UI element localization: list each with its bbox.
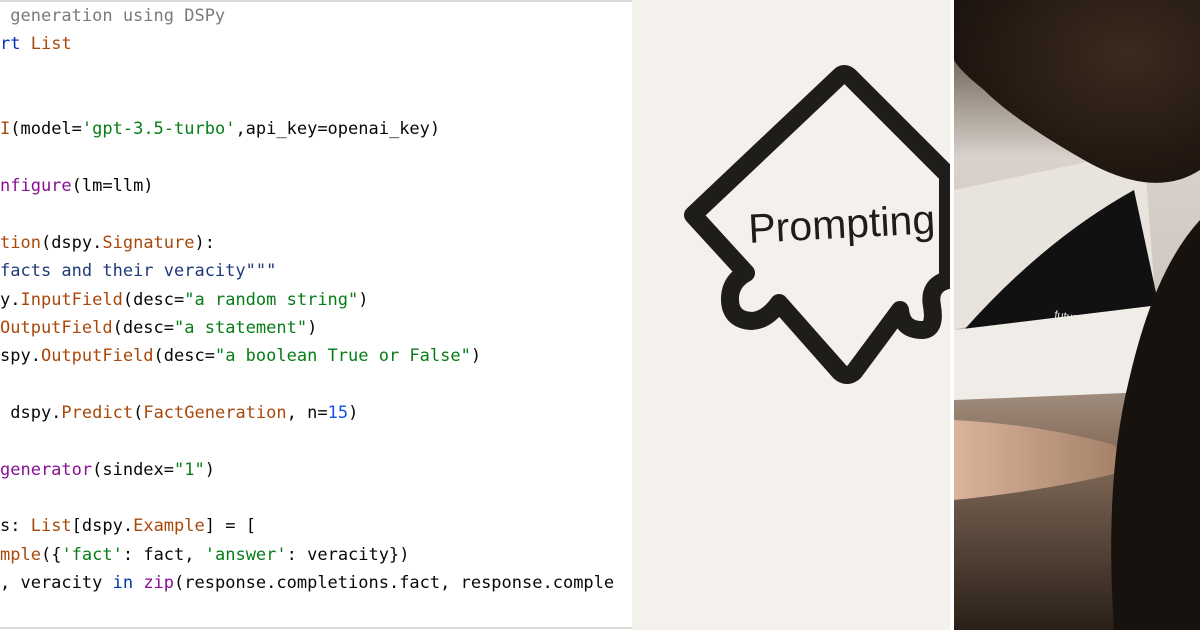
code-line: I(model='gpt-3.5-turbo',api_key=openai_k…: [0, 117, 440, 141]
code-token: nfigure: [0, 176, 72, 197]
code-token: ): [358, 289, 369, 310]
prompting-card: Prompting: [632, 0, 950, 630]
code-line: nfigure(lm=llm): [0, 174, 154, 198]
code-token: ): [470, 346, 482, 367]
code-token: ): [348, 402, 359, 423]
code-token: (desc=: [112, 317, 175, 338]
code-token: (response.completions.fact, response.com…: [174, 573, 615, 593]
code-token: InputField: [20, 289, 123, 310]
code-line: s: List[dspy.Example] = [: [0, 514, 256, 538]
code-line: dspy.Predict(FactGeneration, n=15): [0, 401, 358, 425]
code-token: (model=: [10, 119, 82, 140]
code-token: ):: [194, 232, 215, 253]
code-token: List: [30, 34, 72, 55]
code-token: ): [307, 317, 318, 338]
code-line: , veracity in zip(response.completions.f…: [0, 571, 614, 595]
code-token: (dspy.: [40, 232, 103, 253]
code-token: "a boolean True or False": [214, 346, 471, 367]
code-token: Example: [133, 516, 205, 537]
code-token: I: [0, 119, 11, 140]
code-token: 'fact': [61, 544, 123, 565]
code-token: [dspy.: [71, 516, 134, 537]
code-token: (sindex=: [92, 459, 175, 480]
code-token: "a random string": [184, 289, 359, 310]
person-photo: futures.: [954, 0, 1200, 630]
code-line: generator(sindex="1"): [0, 458, 215, 482]
code-line: spy.OutputField(desc="a boolean True or …: [0, 344, 481, 368]
code-token: ): [204, 459, 215, 480]
code-token: 'gpt-3.5-turbo': [81, 119, 236, 140]
code-token: facts and their veracity""": [0, 261, 277, 282]
code-line: mple({'fact': fact, 'answer': veracity}): [0, 543, 409, 567]
code-token: , veracity: [0, 573, 113, 593]
code-token: Signature: [102, 232, 195, 253]
prompting-label: Prompting: [747, 196, 936, 252]
code-token: : fact,: [122, 544, 205, 565]
code-token: s:: [0, 516, 31, 537]
code-line: rt List: [0, 32, 72, 56]
code-token: OutputField: [0, 317, 113, 338]
code-token: "1": [174, 459, 205, 480]
panel-divider: [950, 0, 954, 630]
code-token: Predict: [61, 402, 134, 423]
code-line: OutputField(desc="a statement"): [0, 316, 317, 340]
code-token: (desc=: [122, 289, 185, 310]
code-token: dspy.: [0, 402, 62, 423]
code-token: mple: [0, 544, 41, 565]
code-top-border: [0, 0, 632, 2]
code-token: generator: [0, 459, 93, 480]
code-token: 'answer': [204, 544, 287, 565]
code-line: y.InputField(desc="a random string"): [0, 288, 369, 312]
code-line: tion(dspy.Signature):: [0, 231, 215, 255]
code-token: ] = [: [204, 516, 256, 537]
photo-panel: futures.: [954, 0, 1200, 630]
code-token: FactGeneration: [143, 402, 287, 423]
code-token: OutputField: [40, 346, 154, 367]
code-token: in: [112, 573, 144, 593]
code-token: ,api_key=openai_key): [235, 119, 441, 140]
code-token: (: [133, 402, 144, 423]
code-line: facts and their veracity""": [0, 259, 276, 283]
code-token: zip: [143, 573, 175, 593]
code-token: 15: [327, 402, 349, 423]
code-token: (lm=llm): [71, 176, 154, 197]
code-token: generation using DSPy: [0, 6, 226, 26]
code-token: List: [30, 516, 72, 537]
code-token: : veracity}): [286, 544, 410, 565]
puzzle-shape-icon: Prompting: [684, 65, 950, 384]
code-line: generation using DSPy: [0, 4, 225, 28]
code-token: , n=: [286, 402, 328, 423]
code-token: "a statement": [174, 317, 308, 338]
code-token: spy.: [0, 346, 41, 367]
code-token: ({: [40, 544, 62, 565]
code-token: rt: [0, 34, 31, 55]
code-bottom-border: [0, 627, 632, 629]
code-token: (desc=: [153, 346, 215, 367]
code-token: y.: [0, 289, 21, 310]
code-token: tion: [0, 232, 41, 253]
